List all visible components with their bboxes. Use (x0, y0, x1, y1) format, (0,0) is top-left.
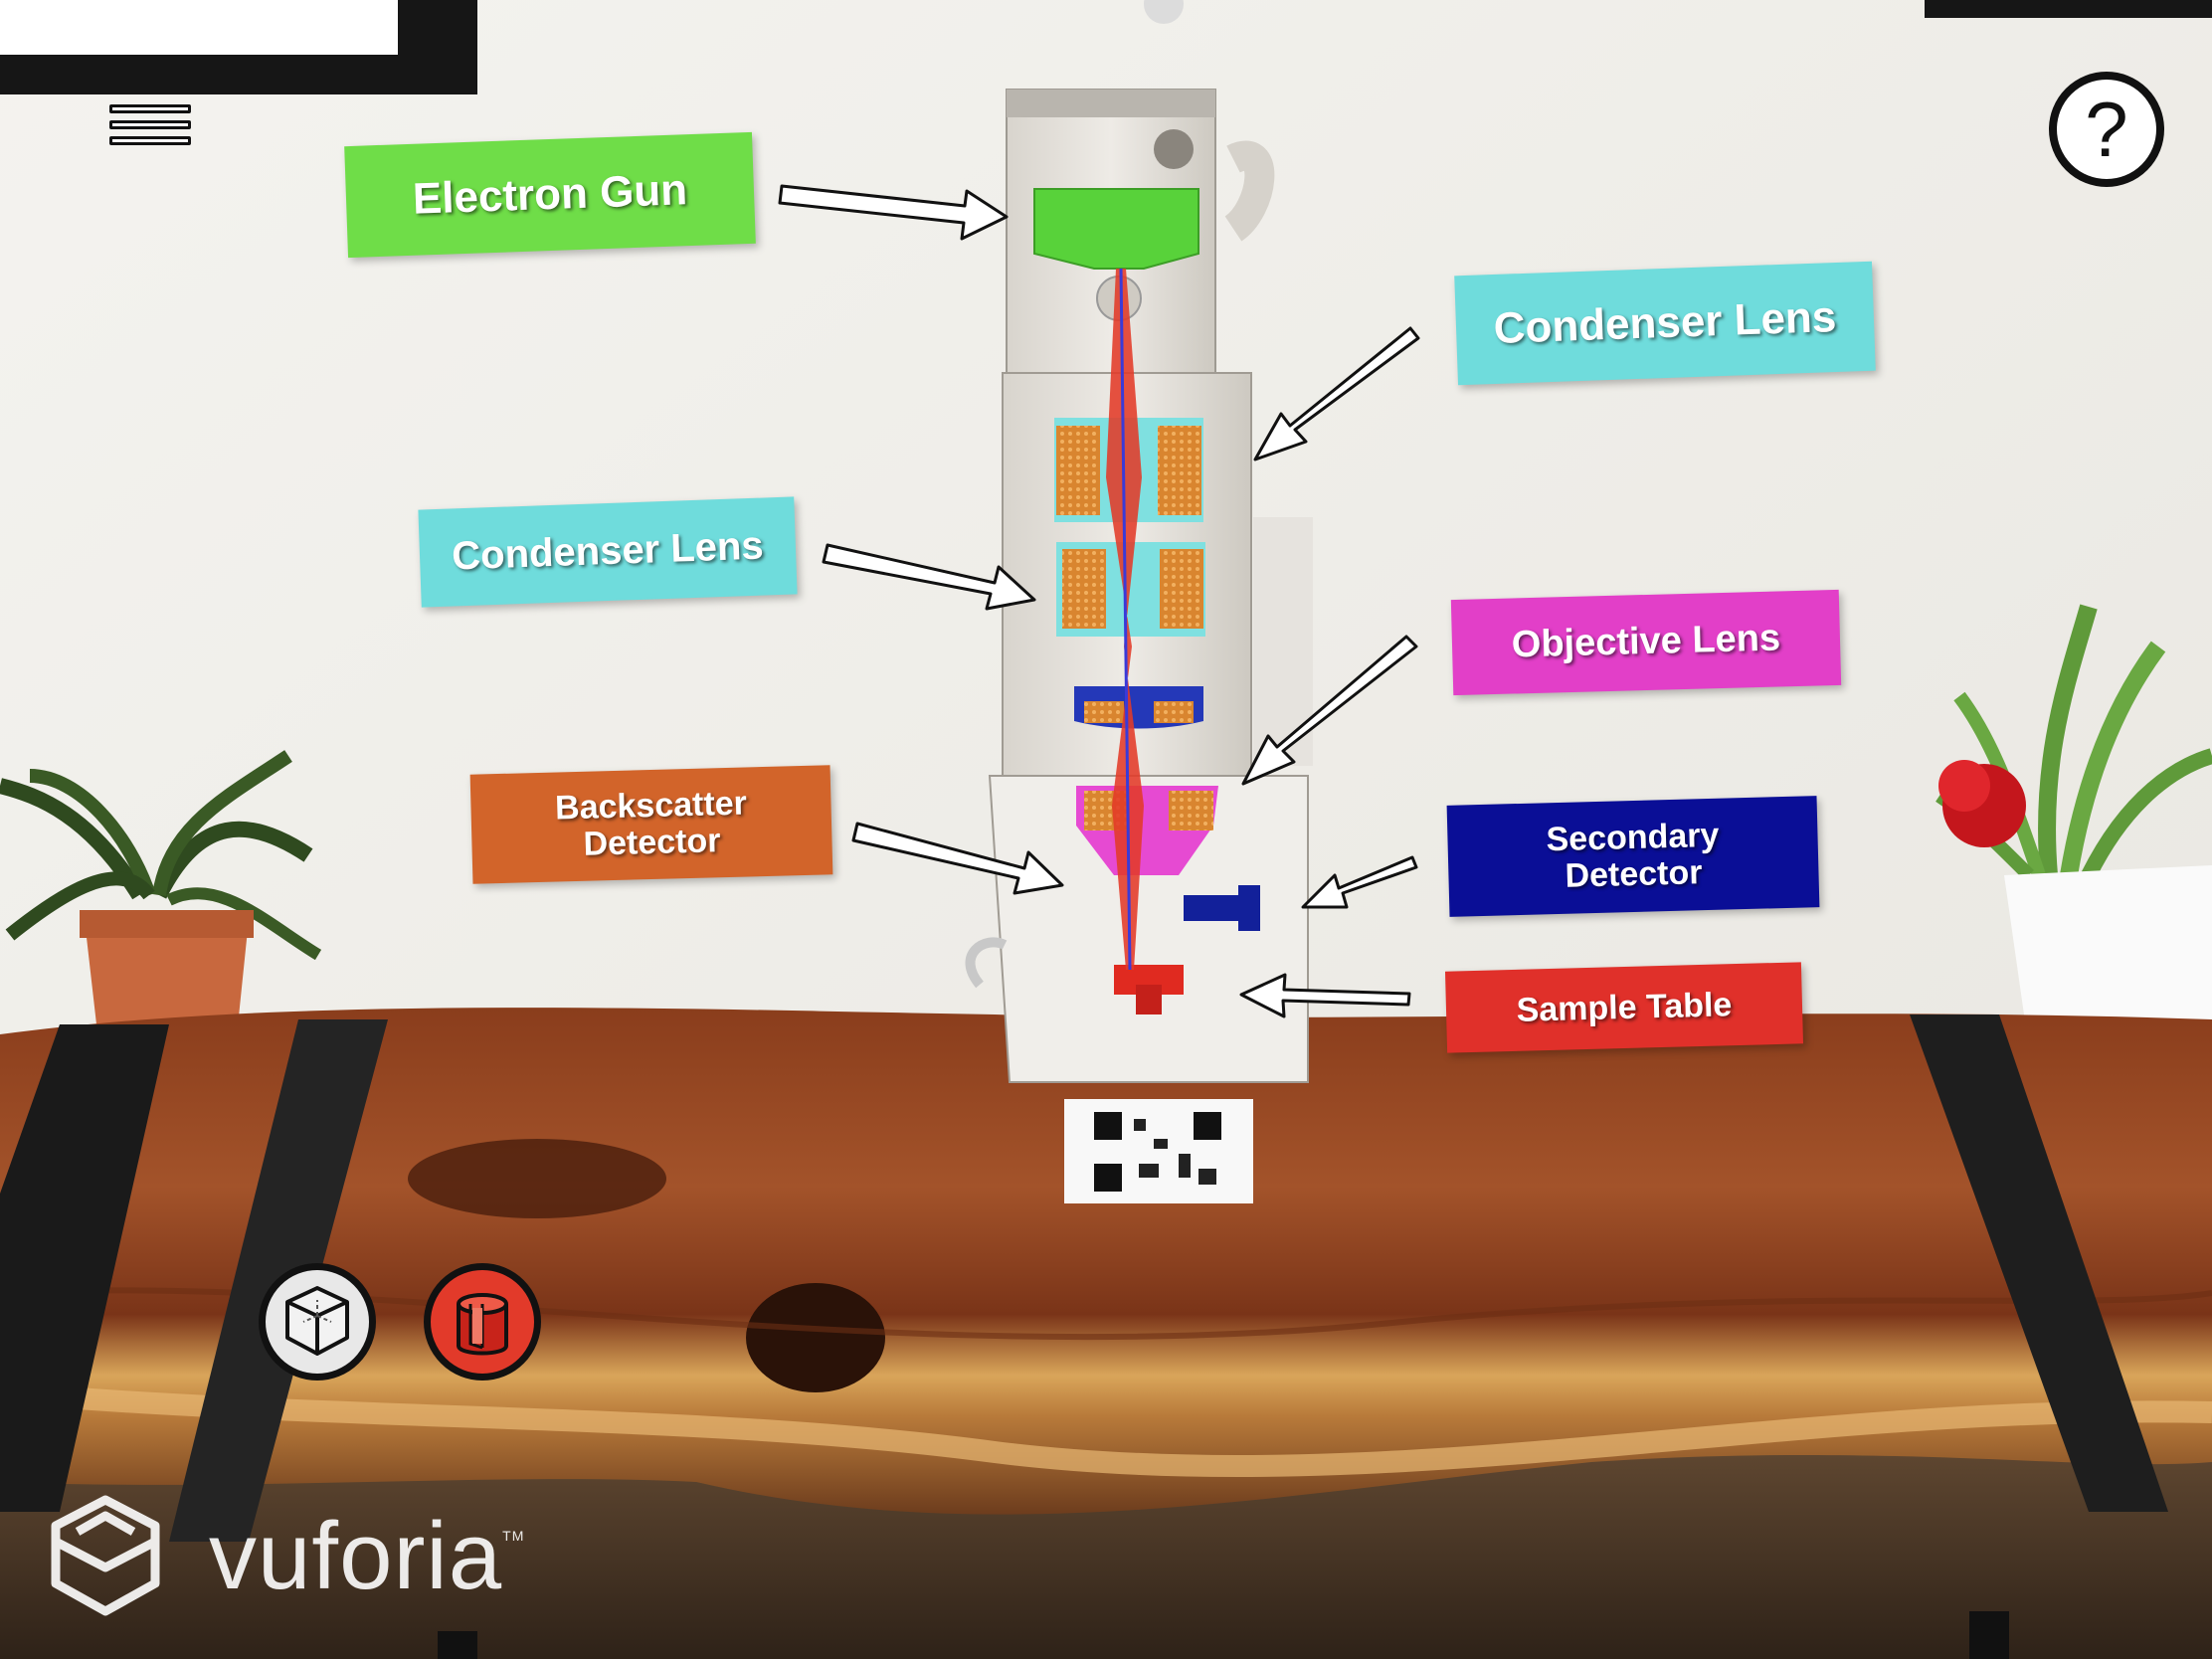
arrow-condenser-right (1253, 326, 1420, 461)
vuforia-trademark: TM (502, 1528, 525, 1544)
cutaway-view-button[interactable] (424, 1263, 541, 1381)
vuforia-text: vuforia (209, 1503, 503, 1609)
label-secondary-detector[interactable]: Secondary Detector (1446, 796, 1820, 917)
picture-frame-right (1925, 0, 2212, 18)
menu-bar-middle (109, 120, 191, 129)
arrow-objective-lens (1241, 635, 1418, 786)
callout-arrows (778, 184, 1420, 1018)
arrow-sample-table (1239, 973, 1411, 1018)
qr-target-marker (1064, 1099, 1253, 1203)
label-secondary-line2: Detector (1565, 853, 1703, 895)
help-button[interactable]: ? (2049, 72, 2164, 187)
label-backscatter-detector[interactable]: Backscatter Detector (469, 765, 833, 884)
view-mode-button[interactable] (259, 1263, 376, 1381)
cube-icon (285, 1286, 349, 1356)
vuforia-wordmark: vuforiaTM (209, 1502, 524, 1611)
label-sample-table[interactable]: Sample Table (1444, 962, 1804, 1053)
wooden-table (0, 1008, 2212, 1659)
vuforia-logo (51, 1495, 160, 1616)
label-condenser-lens-left[interactable]: Condenser Lens (418, 496, 798, 608)
label-electron-gun[interactable]: Electron Gun (344, 131, 756, 259)
label-backscatter-line2: Detector (583, 822, 721, 863)
cutaway-cylinder-icon (457, 1293, 508, 1356)
arrow-backscatter (851, 822, 1064, 895)
menu-bar-bottom (109, 136, 191, 145)
label-objective-lens[interactable]: Objective Lens (1450, 589, 1842, 696)
label-secondary-line1: Secondary (1546, 817, 1720, 859)
sem-3d-model (965, 89, 1313, 1083)
arrow-secondary-detector (1301, 855, 1418, 909)
arrow-electron-gun (778, 184, 1009, 241)
label-condenser-lens-right[interactable]: Condenser Lens (1454, 261, 1876, 386)
arrow-condenser-left (822, 543, 1036, 611)
hamburger-menu-icon[interactable] (109, 104, 191, 162)
menu-bar-top (109, 104, 191, 113)
question-mark-icon: ? (2085, 85, 2128, 173)
